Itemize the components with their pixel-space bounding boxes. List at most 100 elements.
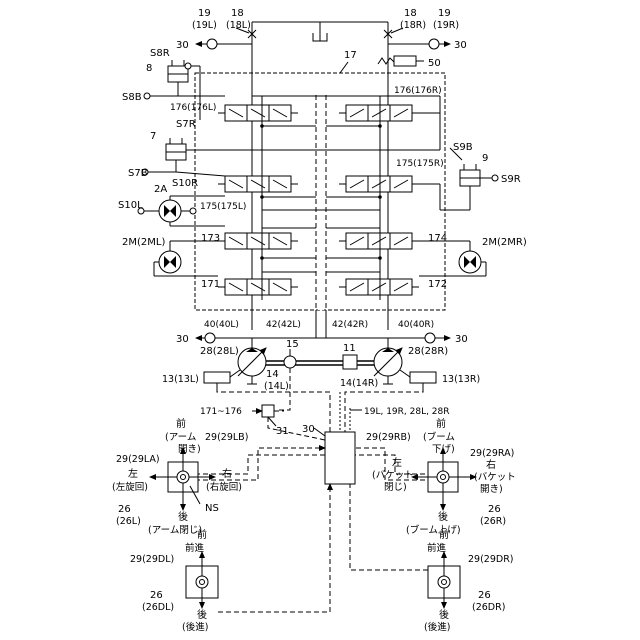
left-lever-front-sub2: 開き) xyxy=(178,444,201,455)
label-171-176: 171~176 xyxy=(200,407,242,417)
left-lever-unit-sub: (26L) xyxy=(116,516,141,527)
label-S9R: S9R xyxy=(501,174,521,185)
label-11: 11 xyxy=(343,343,356,354)
label-40L: 40(40L) xyxy=(204,320,239,330)
left-lever-right: 右 xyxy=(222,467,232,480)
right-pedal-unit-sub: (26DR) xyxy=(472,602,505,613)
label-14L: (14L) xyxy=(264,381,289,392)
right-lever-front-sub: (ブーム xyxy=(423,431,455,443)
left-pedal-unit: 26 xyxy=(150,590,163,601)
label-30-controller: 30 xyxy=(302,424,315,435)
label-42R: 42(42R) xyxy=(332,320,368,330)
label-176L: 176(176L) xyxy=(170,103,216,113)
label-28R: 28(28R) xyxy=(408,346,448,357)
right-pedal-26DR: 前 前進 29(29DR) 後 (後進) 26 (26DR) xyxy=(424,528,514,633)
right-pedal-back-sub: (後進) xyxy=(424,621,450,633)
proportional-valve-31 xyxy=(262,405,274,417)
left-lever-unit: 26 xyxy=(118,504,131,515)
label-2ML: 2M(2ML) xyxy=(122,237,165,248)
left-lever-id-la: 29(29LA) xyxy=(116,454,160,465)
right-pedal-unit: 26 xyxy=(478,590,491,601)
right-lever-right-sub: (バケット xyxy=(474,472,516,483)
right-lever-right-sub2: 開き) xyxy=(480,484,503,495)
label-176R: 176(176R) xyxy=(394,86,442,96)
left-pedal-front: 前 xyxy=(197,528,207,541)
label-19L: (19L) xyxy=(192,20,217,31)
controller-30 xyxy=(325,432,355,484)
right-lever-front-sub2: 下げ) xyxy=(432,444,455,455)
valve-172 xyxy=(339,279,419,295)
left-pedal-back-sub: (後進) xyxy=(182,621,208,633)
left-pedal-unit-sub: (26DL) xyxy=(142,602,174,613)
valve-175L xyxy=(218,176,298,192)
label-18-right: 18 xyxy=(404,8,417,19)
left-pedal-id: 29(29DL) xyxy=(130,554,174,565)
pressure-sensor-19R xyxy=(429,39,439,49)
left-pedal-26DL: 前 前進 29(29DL) 後 (後進) 26 (26DL) xyxy=(130,528,218,633)
label-7: 7 xyxy=(150,131,156,142)
label-S10L: S10L xyxy=(118,200,143,211)
valve-176R xyxy=(339,105,419,121)
left-lever-front-sub: (アーム xyxy=(165,432,196,443)
label-S7B: S7B xyxy=(128,168,148,179)
pilot-pump-50 xyxy=(394,56,416,66)
label-18-left: 18 xyxy=(231,8,244,19)
valve-173 xyxy=(218,233,298,249)
valve-171 xyxy=(218,279,298,295)
label-14R: 14(14R) xyxy=(340,378,378,389)
left-lever-left-sub: (左旋回) xyxy=(112,481,148,493)
right-lever-left: 左 xyxy=(392,456,402,469)
label-S8B: S8B xyxy=(122,92,142,103)
right-pedal-front-sub: 前進 xyxy=(427,542,447,554)
label-19R: (19R) xyxy=(433,20,459,31)
label-18R: (18R) xyxy=(400,20,426,31)
label-S7R: S7R xyxy=(176,119,196,130)
left-lever-26L: 前 (アーム 開き) 29(29LA) 29(29LB) 左 (左旋回) 右 (… xyxy=(112,417,248,536)
right-pedal-id: 29(29DR) xyxy=(468,554,514,565)
label-19L-19R-28L-28R: 19L, 19R, 28L, 28R xyxy=(364,407,450,417)
engine-11 xyxy=(343,355,357,369)
right-lever-26R: 前 (ブーム 下げ) 29(29RB) 29(29RA) 左 (バケット 閉じ)… xyxy=(366,417,516,536)
left-pedal-back: 後 xyxy=(197,608,207,621)
right-lever-left-sub: (バケット xyxy=(372,470,414,481)
right-pedal-back: 後 xyxy=(439,608,449,621)
left-lever-back-sub: (アーム閉じ) xyxy=(148,525,202,536)
label-9: 9 xyxy=(482,153,488,164)
label-8: 8 xyxy=(146,63,152,74)
regulator-13R xyxy=(410,372,436,383)
valve-174 xyxy=(339,233,419,249)
pump-section: 30 30 15 11 28(28L) 28(28R) xyxy=(162,310,480,392)
pilot-pump-15 xyxy=(284,356,296,368)
label-30-top-right: 30 xyxy=(454,40,467,51)
label-15: 15 xyxy=(286,339,299,350)
label-40R: 40(40R) xyxy=(398,320,434,330)
label-S9B: S9B xyxy=(453,142,473,153)
right-lever-left-sub2: 閉じ) xyxy=(384,482,407,493)
left-lever-back: 後 xyxy=(178,510,188,523)
left-lever-front: 前 xyxy=(176,417,186,430)
label-30-top-left: 30 xyxy=(176,40,189,51)
label-2MR: 2M(2MR) xyxy=(482,237,527,248)
right-lever-back: 後 xyxy=(438,510,448,523)
right-lever-front: 前 xyxy=(436,417,446,430)
label-30-left-mid: 30 xyxy=(176,334,189,345)
right-pedal-front: 前 xyxy=(439,528,449,541)
left-lever-right-sub: (右旋回) xyxy=(206,481,242,493)
left-lever-id-lb: 29(29LB) xyxy=(205,432,248,443)
label-18L: (18L) xyxy=(226,20,251,31)
label-172: 172 xyxy=(428,279,447,290)
label-NS: NS xyxy=(205,503,219,514)
label-19-right: 19 xyxy=(438,8,451,19)
label-19: 19 xyxy=(198,8,211,19)
label-13L: 13(13L) xyxy=(162,374,199,385)
valve-176L xyxy=(218,105,298,121)
label-28L: 28(28L) xyxy=(200,346,239,357)
label-175R: 175(175R) xyxy=(396,159,444,169)
label-175L: 175(175L) xyxy=(200,202,246,212)
label-42L: 42(42L) xyxy=(266,320,301,330)
left-lever-left: 左 xyxy=(128,467,138,480)
label-17: 17 xyxy=(344,50,357,61)
label-S8R: S8R xyxy=(150,48,170,59)
label-14: 14 xyxy=(266,369,279,380)
